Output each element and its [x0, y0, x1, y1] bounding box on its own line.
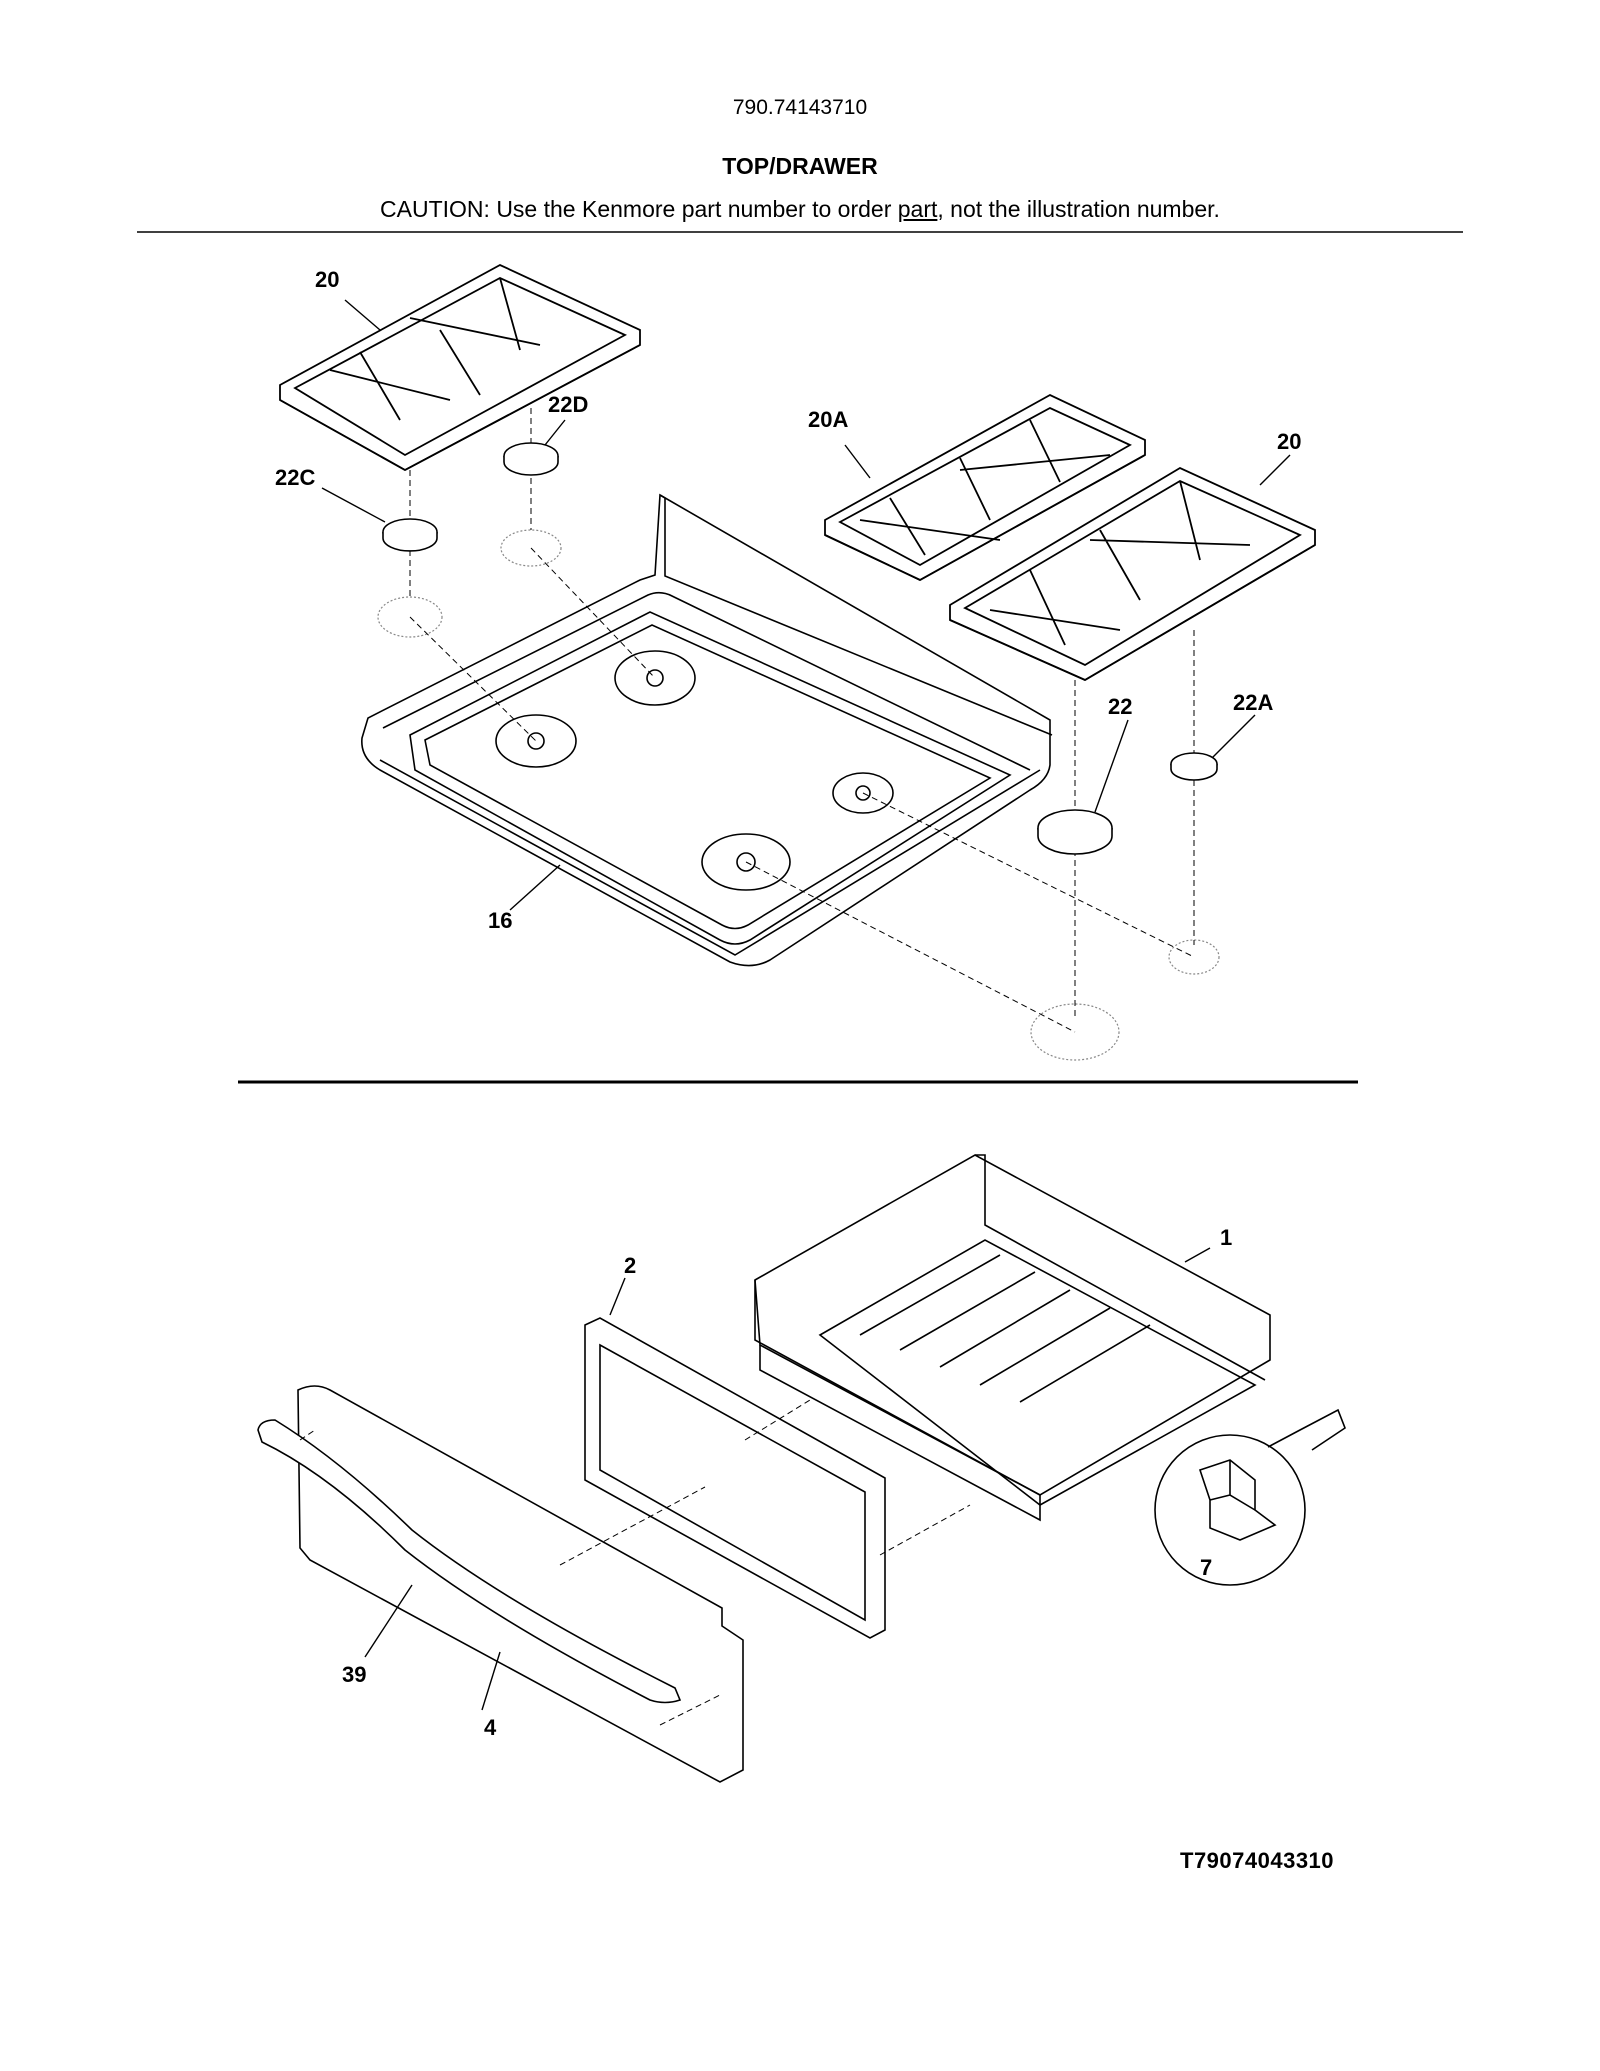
burner-base-front-right	[701, 833, 791, 891]
rail-7-detail	[1154, 1408, 1346, 1586]
drawer-liner-2	[584, 1317, 886, 1639]
callout-20-right: 20	[1277, 429, 1301, 454]
burner-heads	[377, 529, 1220, 1061]
callout-20-left: 20	[315, 267, 339, 292]
burner-head-22	[1030, 1003, 1120, 1061]
burner-head-22d	[500, 529, 562, 567]
callout-4: 4	[484, 1715, 497, 1740]
drawer-body-1	[754, 1154, 1271, 1522]
callout-22d: 22D	[548, 392, 588, 417]
cooktop-16	[361, 493, 1053, 967]
burner-base-rear-left	[614, 650, 696, 706]
callout-1: 1	[1220, 1225, 1232, 1250]
caution-suffix: , not the illustration number.	[937, 196, 1220, 222]
callout-39: 39	[342, 1662, 366, 1687]
callout-22: 22	[1108, 694, 1132, 719]
grate-middle-20a	[824, 393, 1146, 582]
callout-22a: 22A	[1233, 690, 1273, 715]
diagram-reference-code: T79074043310	[1180, 1848, 1335, 1873]
grate-right-20	[949, 466, 1316, 682]
burner-head-22c	[377, 596, 443, 638]
callout-16: 16	[488, 908, 512, 933]
callout-20a: 20A	[808, 407, 848, 432]
handle-39	[257, 1419, 682, 1704]
callout-7: 7	[1200, 1555, 1212, 1580]
burner-base-front-left	[495, 714, 577, 768]
burner-head-22a	[1168, 939, 1220, 975]
caution-prefix: CAUTION: Use the Kenmore part number to …	[380, 196, 898, 222]
leaders-bottom	[364, 1247, 1211, 1711]
burner-caps	[382, 442, 1218, 855]
caution-part-link[interactable]: part	[897, 196, 938, 222]
callout-22c: 22C	[275, 465, 315, 490]
leaders-top	[321, 299, 1291, 911]
burner-base-rear-right	[832, 772, 894, 814]
section-title: TOP/DRAWER	[722, 153, 878, 179]
caution-note: CAUTION: Use the Kenmore part number to …	[0, 196, 1600, 223]
callout-2: 2	[624, 1253, 636, 1278]
model-number: 790.74143710	[732, 96, 868, 119]
grate-left-20	[279, 263, 641, 472]
guide-lines-bottom	[299, 1399, 971, 1726]
